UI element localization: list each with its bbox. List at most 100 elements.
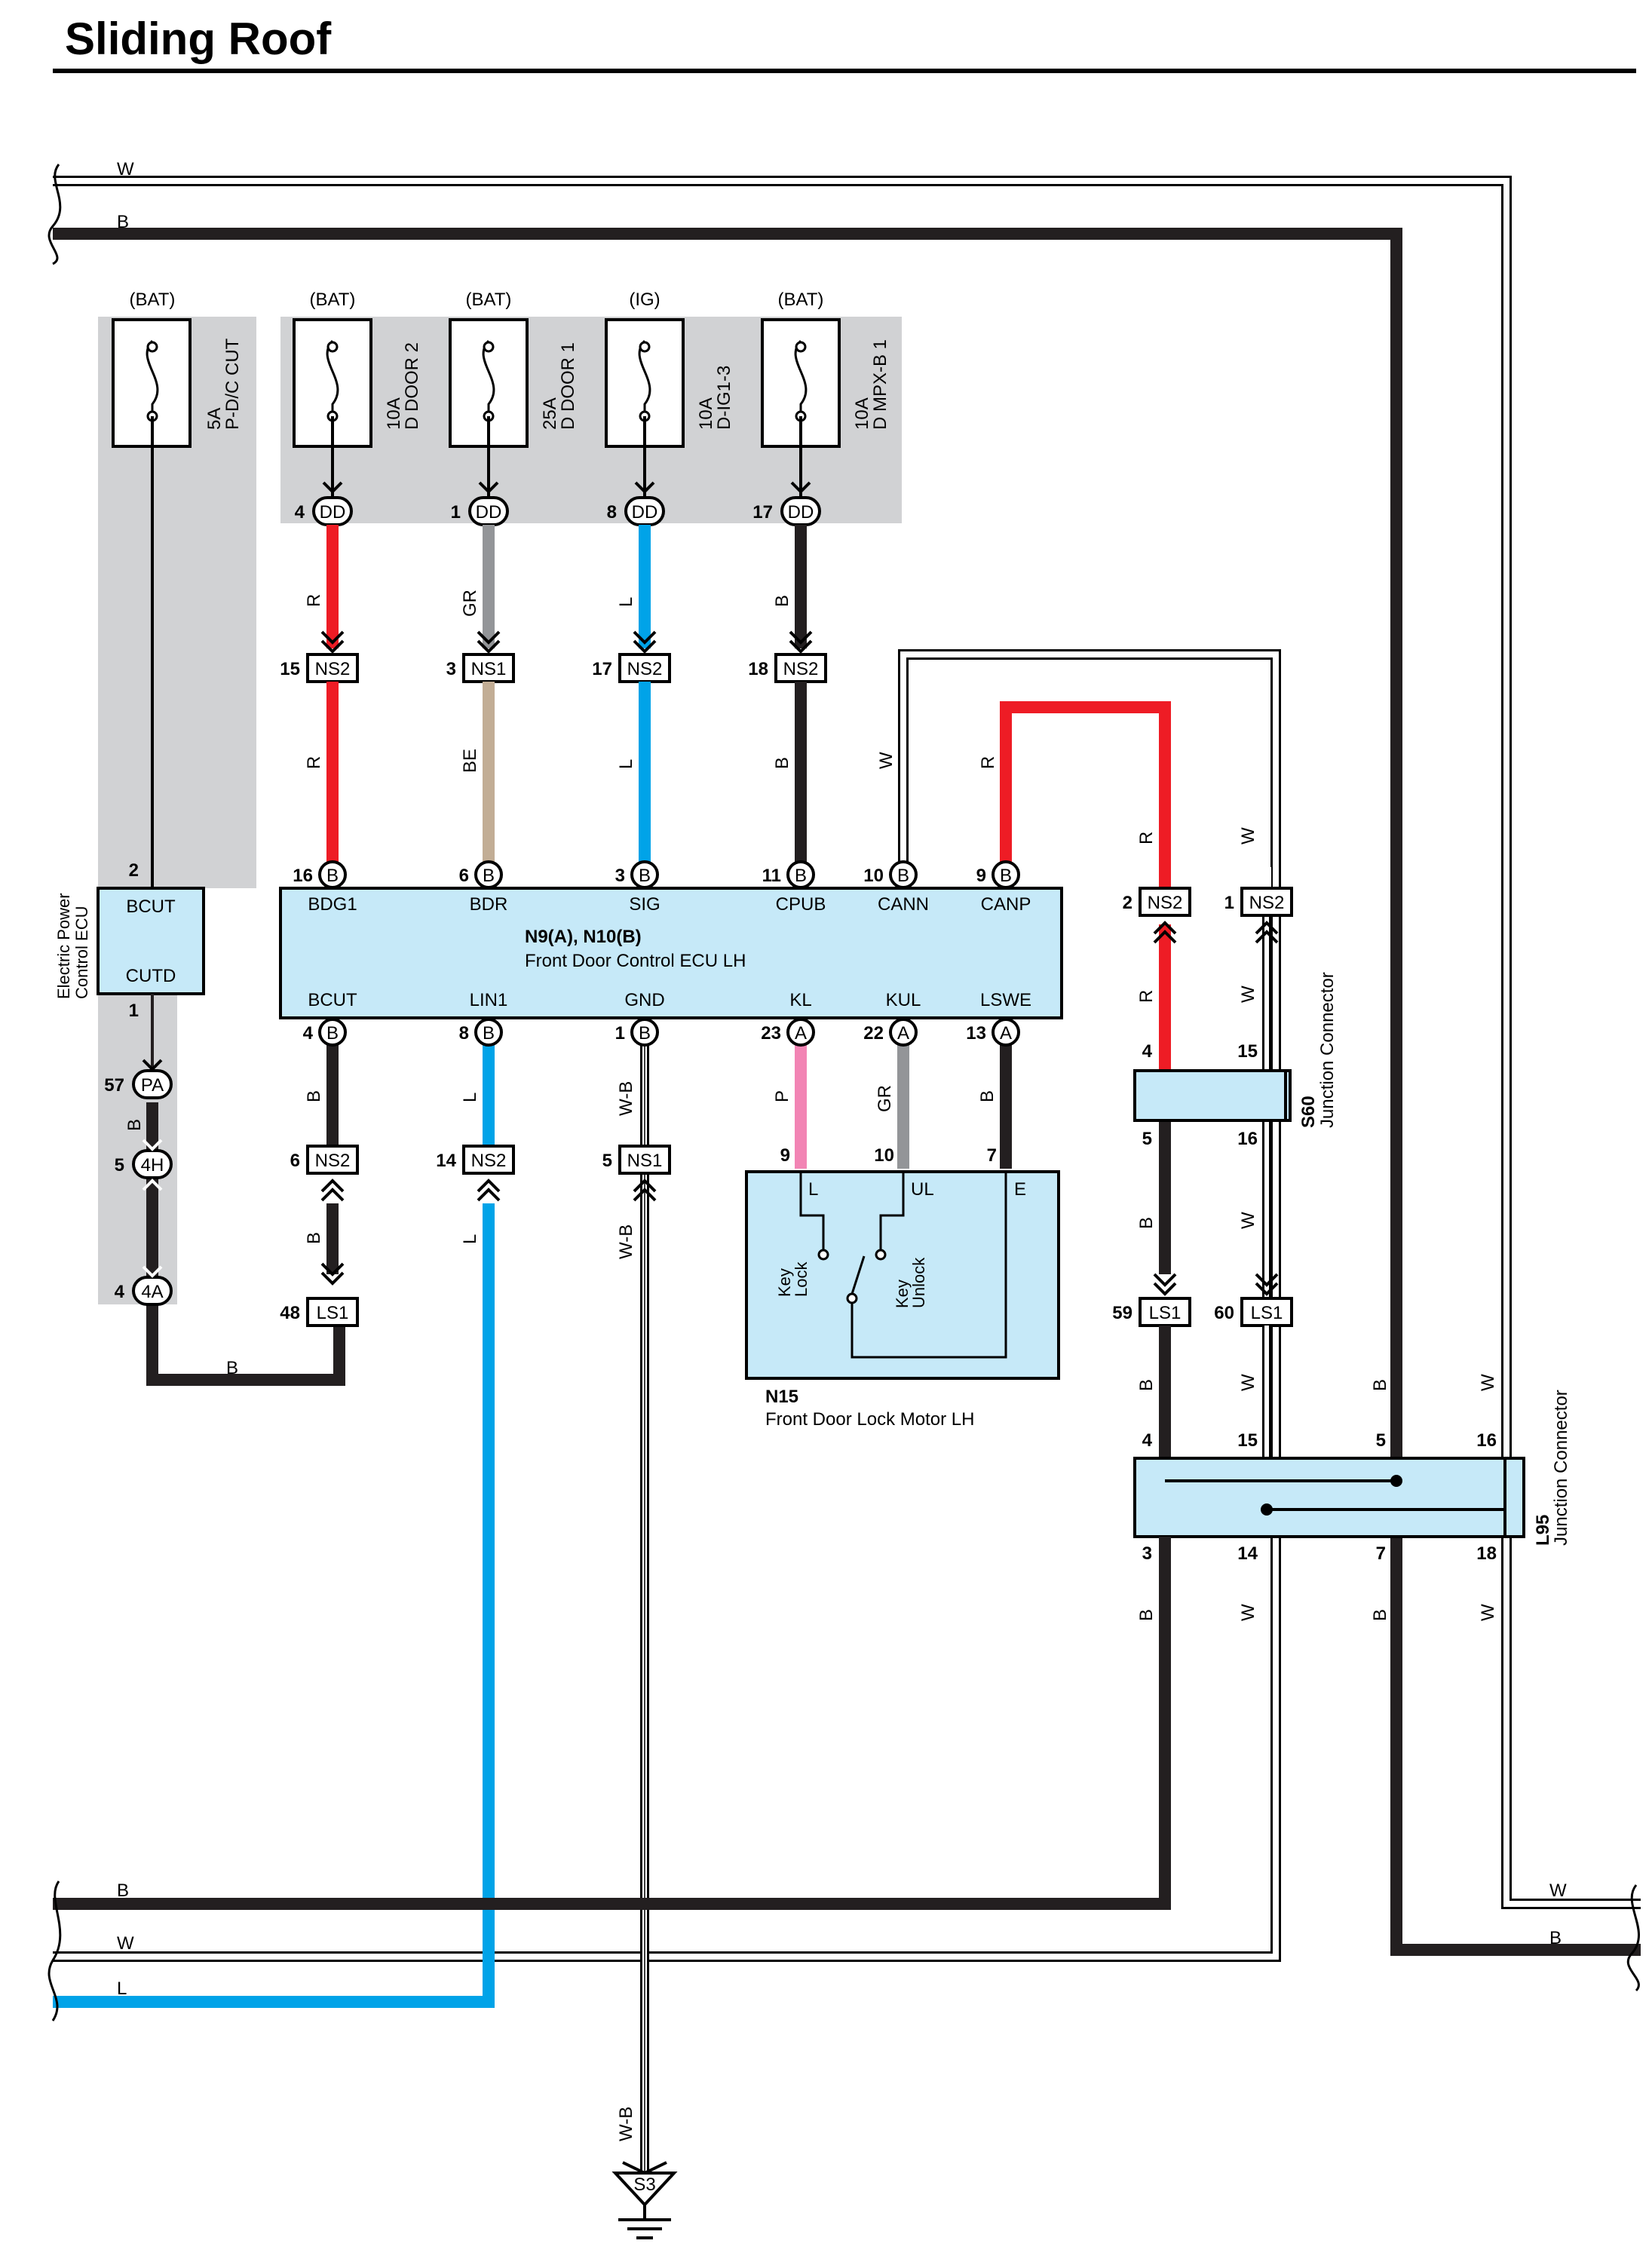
bus-label-w-top: W: [117, 159, 134, 179]
svg-text:NS1: NS1: [627, 1151, 663, 1171]
fuse-amp: 10A: [852, 397, 872, 430]
svg-text:5: 5: [115, 1155, 124, 1175]
svg-text:10: 10: [874, 1145, 894, 1166]
svg-text:3: 3: [1142, 1543, 1152, 1564]
svg-text:4: 4: [303, 1023, 314, 1044]
wire-color-label: BE: [460, 749, 480, 773]
svg-text:17: 17: [752, 502, 773, 523]
svg-text:NS2: NS2: [315, 659, 351, 679]
svg-text:DD: DD: [320, 502, 346, 523]
ecu-door-bottom-pin-circles: B 4 B 8 B 1 A 23 A 22 A 13: [303, 1018, 1020, 1047]
svg-text:A: A: [1000, 1023, 1012, 1044]
svg-text:3: 3: [446, 659, 456, 679]
svg-text:60: 60: [1214, 1303, 1234, 1323]
wire-color-label: L: [616, 597, 636, 607]
svg-text:4: 4: [295, 502, 305, 523]
svg-text:2: 2: [1123, 893, 1132, 913]
svg-text:A: A: [795, 1023, 807, 1044]
svg-text:BCUT: BCUT: [308, 990, 357, 1010]
fuse-name: P-D/C CUT: [222, 338, 243, 430]
svg-text:Unlock: Unlock: [909, 1257, 928, 1308]
connector-ls1-left: [306, 1297, 359, 1327]
svg-text:Key: Key: [775, 1268, 794, 1297]
arrow-icon: [142, 1139, 163, 1151]
wire-color-label: B: [1370, 1379, 1390, 1391]
wire-color-label: W-B: [616, 1224, 636, 1259]
connector-ns-right: NS2 2 NS2 1: [1123, 887, 1293, 944]
wire-color-label: W: [1478, 1374, 1498, 1391]
svg-text:17: 17: [592, 659, 612, 679]
svg-text:DD: DD: [788, 502, 814, 523]
wire-color-label: R: [1136, 832, 1157, 844]
ecu-power-pin-cutd: CUTD: [126, 966, 176, 986]
svg-text:14: 14: [1237, 1543, 1258, 1564]
svg-text:18: 18: [748, 659, 768, 679]
wire-r-canp: [1000, 701, 1171, 887]
wire-color-label: B: [304, 1090, 324, 1102]
svg-text:LS1: LS1: [1149, 1303, 1182, 1323]
w-bus-top: [53, 178, 1641, 1907]
fuse-d-door-2: (BAT) 10A D DOOR 2: [293, 290, 422, 448]
svg-text:Lock: Lock: [792, 1261, 811, 1297]
wire-color-label: B: [977, 1090, 998, 1102]
wire-color-label: B: [1136, 1217, 1157, 1229]
wire-color-label: B: [1370, 1609, 1390, 1621]
connector-4a: 4A 4: [115, 1265, 173, 1306]
svg-text:L: L: [808, 1179, 818, 1200]
svg-text:GND: GND: [624, 990, 664, 1010]
fuse-source: (BAT): [310, 290, 356, 310]
svg-text:PA: PA: [141, 1075, 164, 1096]
connector-panel-power: [98, 988, 177, 1304]
svg-text:LSWE: LSWE: [980, 990, 1031, 1010]
connector-dd-4: DD 17: [752, 481, 821, 526]
ecu-power-name: Control ECU: [72, 906, 91, 999]
connector-dd-2: DD 1: [451, 481, 509, 526]
fuse-name: D DOOR 1: [558, 342, 578, 430]
svg-text:15: 15: [1237, 1430, 1258, 1451]
wire-color-label: B: [772, 595, 792, 607]
wire-color-label: W: [876, 752, 896, 769]
fuse-d-mpx-b-1: (BAT) 10A D MPX-B 1: [761, 290, 890, 448]
svg-text:CPUB: CPUB: [776, 894, 826, 915]
break-mark-bottom-left: [48, 1880, 62, 2021]
wire-color-label: GR: [875, 1085, 895, 1112]
svg-text:10: 10: [863, 866, 884, 886]
svg-text:NS2: NS2: [783, 659, 819, 679]
wire-color-label: R: [304, 594, 324, 607]
svg-text:7: 7: [1376, 1543, 1386, 1564]
connector-code: LS1: [317, 1303, 349, 1323]
svg-text:5: 5: [1142, 1129, 1152, 1149]
svg-text:18: 18: [1476, 1543, 1497, 1564]
fuse-source: (BAT): [466, 290, 512, 310]
wire-color-label: B: [1136, 1609, 1157, 1621]
pin-label: 1: [129, 1001, 139, 1021]
svg-text:LS1: LS1: [1251, 1303, 1283, 1323]
svg-text:1: 1: [615, 1023, 625, 1044]
svg-text:NS2: NS2: [1148, 893, 1183, 913]
motor-id: N15: [765, 1387, 798, 1407]
wire-color-label: R: [1136, 990, 1157, 1003]
wire-color-label: GR: [460, 590, 480, 617]
wire-color-label: W: [1478, 1604, 1498, 1621]
electric-power-control-ecu: BCUT CUTD Electric Power Control ECU: [54, 887, 205, 999]
svg-text:BDR: BDR: [470, 894, 508, 915]
fuse-source: (IG): [629, 290, 660, 310]
svg-text:1: 1: [451, 502, 461, 523]
svg-text:B: B: [326, 866, 339, 886]
svg-text:NS2: NS2: [627, 659, 663, 679]
svg-text:6: 6: [459, 866, 469, 886]
svg-text:E: E: [1014, 1179, 1026, 1200]
svg-text:57: 57: [104, 1075, 124, 1096]
ecu-power-box: [97, 887, 205, 995]
fuse-source: (BAT): [778, 290, 824, 310]
svg-text:B: B: [1000, 866, 1012, 886]
svg-text:B: B: [639, 866, 651, 886]
svg-text:11: 11: [762, 866, 781, 886]
svg-text:4A: 4A: [141, 1282, 163, 1302]
fuse-d-ig1-3: (IG) 10A D-IG1-3: [605, 290, 734, 448]
wire-cutd-b: [146, 1102, 345, 1386]
b-bus-top: [53, 228, 1641, 1956]
arrow-icon: [142, 1265, 163, 1278]
wire-color-label: R: [304, 756, 324, 769]
connector-pa: PA 57: [104, 1059, 173, 1099]
